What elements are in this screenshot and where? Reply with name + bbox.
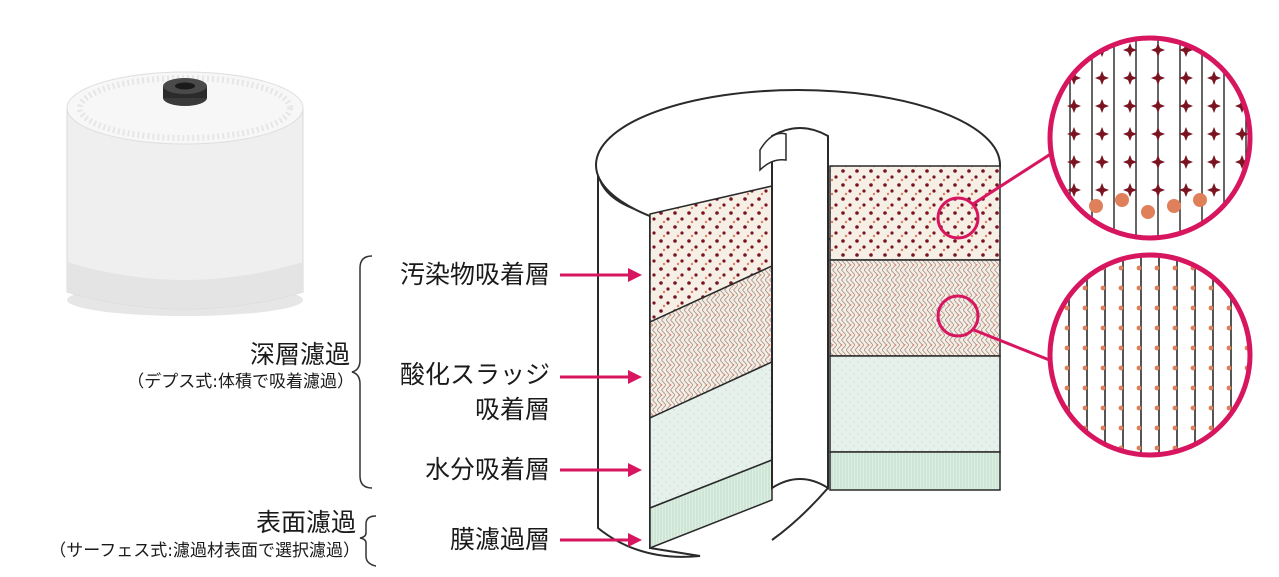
depth-filtration-subtitle: （デプス式:体積で吸着濾過） (127, 372, 354, 392)
arrow-right-icon (560, 268, 642, 282)
depth-filtration-title: 深層濾過 (249, 340, 350, 369)
curly-bracket-icon (351, 255, 373, 489)
layer-label-water: 水分吸着層 (424, 455, 550, 484)
zoom-contaminant-circle (1047, 35, 1253, 241)
layer-label-membrane: 膜濾過層 (449, 525, 550, 554)
arrow-right-icon (560, 533, 642, 547)
filter-cartridge-image (66, 71, 304, 316)
arrow-right-icon (560, 370, 642, 384)
surface-filtration-subtitle: （サーフェス式:濾過材表面で選択濾過） (49, 541, 360, 561)
surface-filtration-title: 表面濾過 (255, 508, 356, 537)
cylinder-cutaway (595, 89, 1001, 558)
layer-label-sludge-line2: 吸着層 (474, 395, 550, 424)
curly-bracket-icon (359, 515, 377, 567)
layer-label-contaminant: 汚染物吸着層 (399, 260, 550, 289)
arrow-right-icon (560, 463, 642, 477)
zoom-sludge-circle (1047, 252, 1253, 458)
layer-label-sludge-line1: 酸化スラッジ (399, 360, 550, 389)
